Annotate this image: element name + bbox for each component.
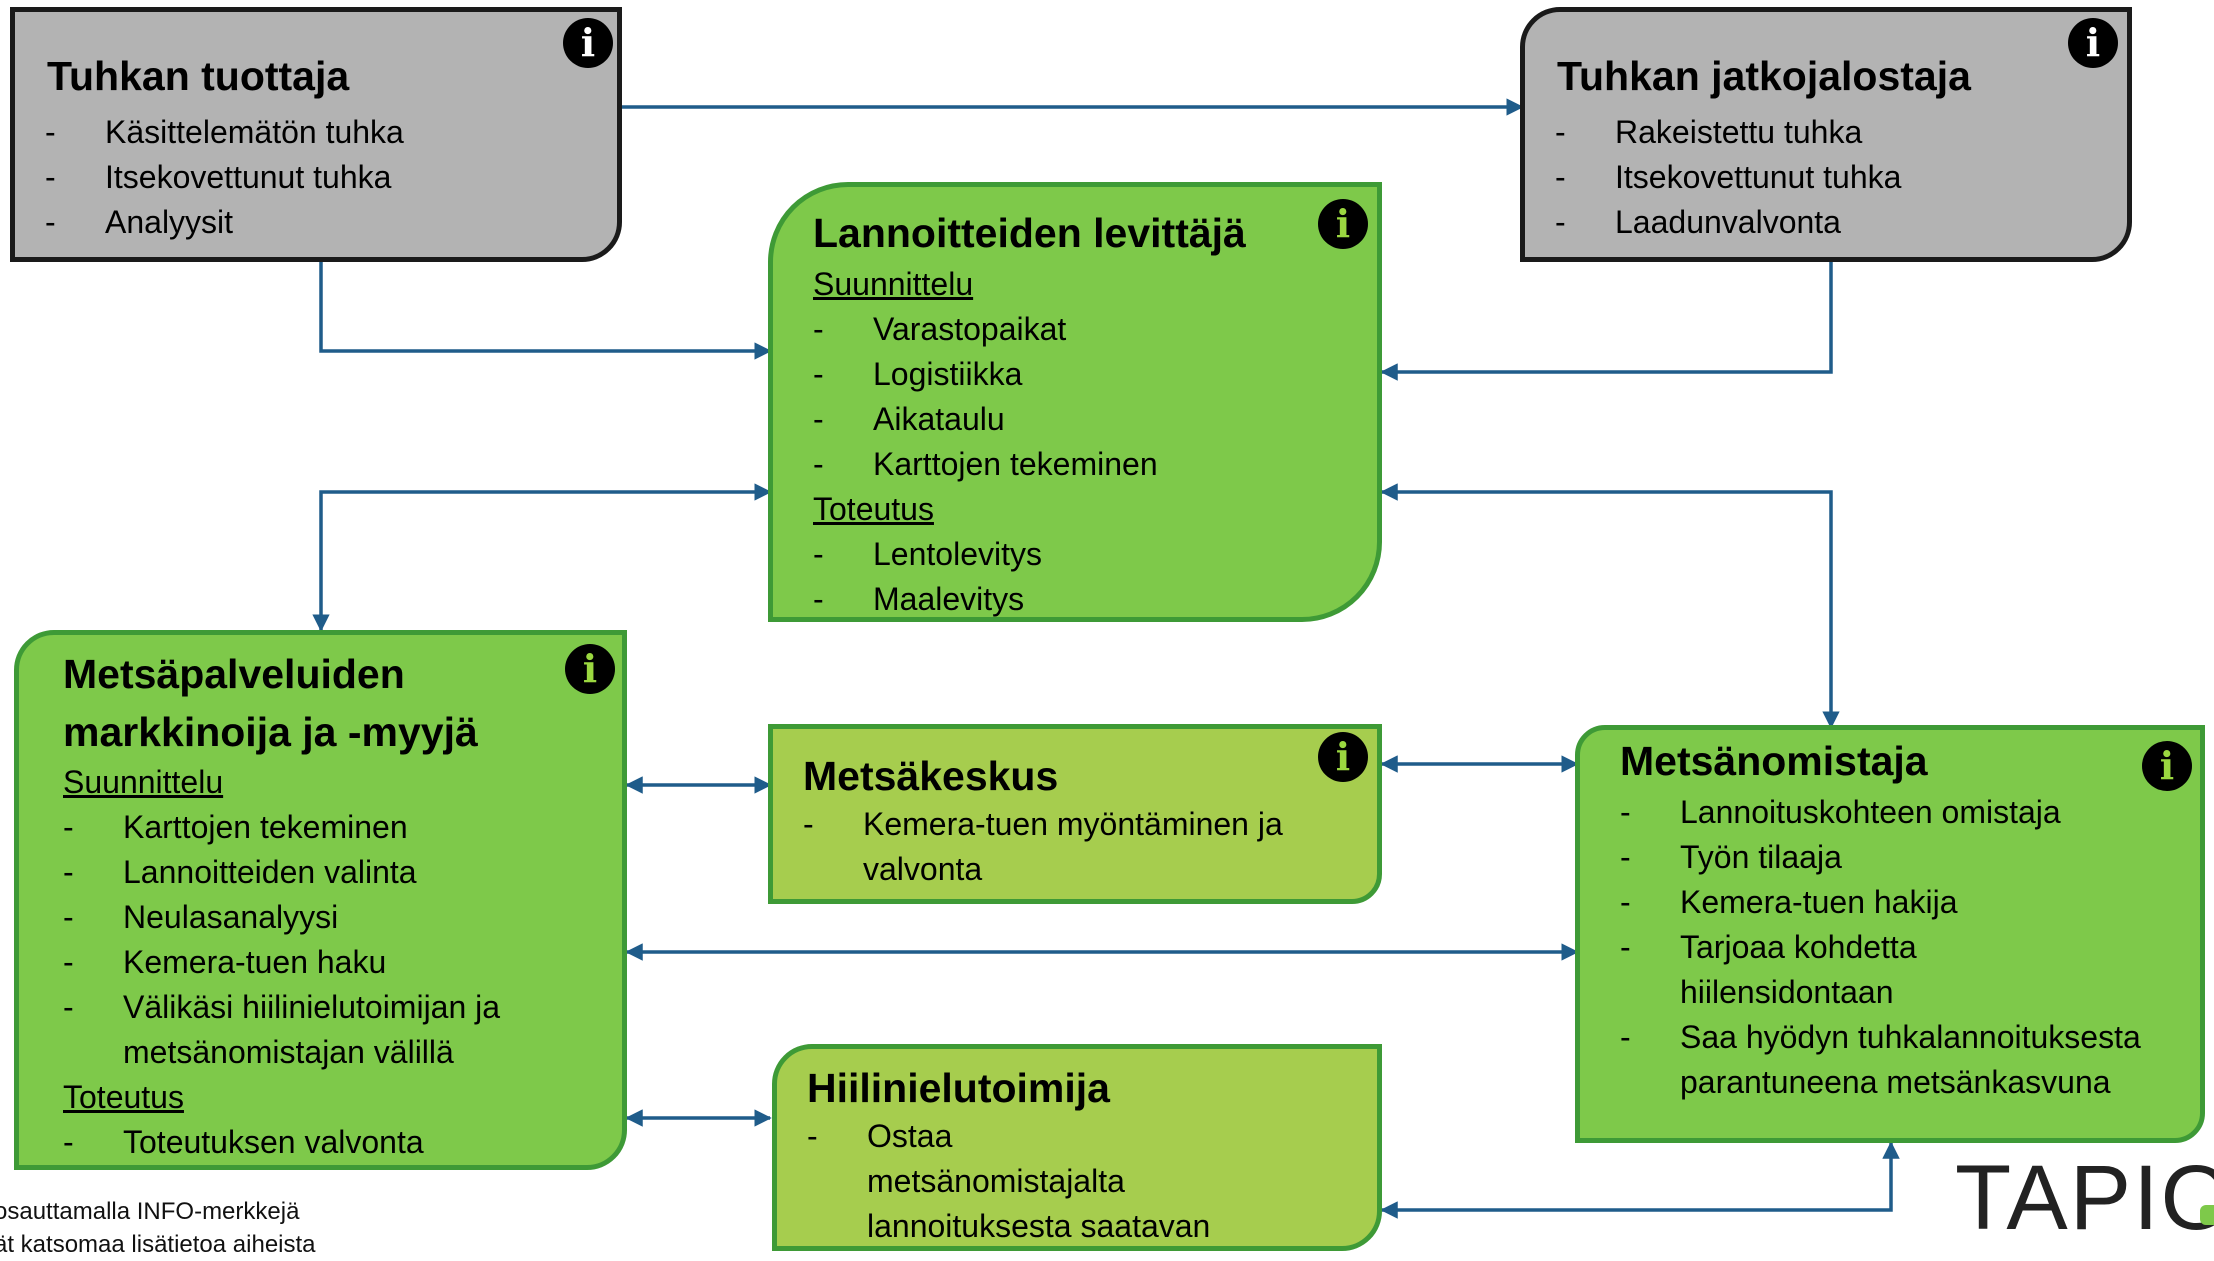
node-metsapalveluiden-markkinoija: Metsäpalveluiden markkinoija ja -myyjä S… [14, 630, 627, 1170]
section-heading: Suunnittelu [813, 266, 974, 302]
list-item: Logistiikka [813, 352, 1367, 397]
list-item: Laadunvalvonta [1555, 200, 2117, 245]
item-list: Lentolevitys Maalevitys [813, 532, 1367, 617]
list-item: Lannoitteiden valinta [63, 850, 612, 895]
node-title: Metsänomistaja [1620, 738, 1928, 784]
arrow-levittaja-markkinoija [312, 483, 772, 632]
node-metsakeskus: Metsäkeskus Kemera-tuen myöntäminen ja v… [768, 724, 1382, 904]
info-icon[interactable]: i [563, 18, 613, 68]
node-title: Metsäkeskus [803, 753, 1059, 799]
list-item: Työn tilaaja [1620, 835, 2180, 880]
node-tuhkan-jatkojalostaja: Tuhkan jatkojalostaja Rakeistettu tuhka … [1520, 7, 2132, 262]
arrow-levittaja-metsanomistaja [1380, 483, 1840, 729]
item-list: Lannoituskohteen omistaja Työn tilaaja K… [1620, 790, 2180, 1105]
footnote-line: ät katsomaa lisätietoa aiheista [0, 1231, 316, 1258]
list-item: Käsittelemätön tuhka [45, 110, 607, 155]
list-item: Kemera-tuen haku [63, 940, 612, 985]
item-list: Varastopaikat Logistiikka Aikataulu Kart… [813, 307, 1367, 487]
section-heading: Toteutus [63, 1079, 184, 1115]
arrow-hiilinielu-metsanomistaja [1380, 1141, 1900, 1219]
list-item: Aikataulu [813, 397, 1367, 442]
list-item: Neulasanalyysi [63, 895, 612, 940]
list-item: Tarjoaa kohdetta hiilensidontaan [1620, 925, 2180, 1015]
item-list: Kemera-tuen myöntäminen ja valvonta [803, 802, 1367, 892]
node-title: Hiilinielutoimija [807, 1065, 1110, 1111]
list-item: Saa hyödyn tuhkalannoituksesta parantune… [1620, 1015, 2180, 1105]
list-item: Lentolevitys [813, 532, 1367, 577]
list-item: Rakeistettu tuhka [1555, 110, 2117, 155]
info-icon[interactable]: i [565, 644, 615, 694]
node-title: Metsäpalveluiden markkinoija ja -myyjä [63, 651, 478, 755]
node-title: Tuhkan jatkojalostaja [1557, 53, 1971, 99]
list-item: Analyysit [45, 200, 607, 245]
list-item: Lannoituskohteen omistaja [1620, 790, 2180, 835]
list-item: Itsekovettunut tuhka [1555, 155, 2117, 200]
node-tuhkan-tuottaja: Tuhkan tuottaja Käsittelemätön tuhka Its… [10, 7, 622, 262]
list-item: Toteutuksen valvonta [63, 1120, 612, 1165]
footnote-text: osauttamalla INFO-merkkejä ät katsomaa l… [0, 1195, 316, 1261]
list-item: Välikäsi hiilinielutoimijan ja metsänomi… [63, 985, 612, 1075]
arrow-tuottaja-to-levittaja [319, 262, 772, 360]
list-item: Kemera-tuen myöntäminen ja valvonta [803, 802, 1367, 892]
list-item: Karttojen tekeminen [813, 442, 1367, 487]
node-lannoitteiden-levittaja: Lannoitteiden levittäjä Suunnittelu Vara… [768, 182, 1382, 622]
node-title: Lannoitteiden levittäjä [813, 210, 1246, 256]
logo-leaf-mark [2200, 1205, 2214, 1225]
section-heading: Toteutus [813, 491, 934, 527]
list-item: Varastopaikat [813, 307, 1367, 352]
node-hiilinielutoimija: Hiilinielutoimija Ostaa metsänomistajalt… [772, 1044, 1382, 1251]
section-heading: Suunnittelu [63, 764, 224, 800]
item-list: Karttojen tekeminen Lannoitteiden valint… [63, 805, 612, 1075]
footnote-line: osauttamalla INFO-merkkejä [0, 1198, 300, 1225]
item-list: Rakeistettu tuhka Itsekovettunut tuhka L… [1555, 110, 2117, 245]
item-list: Käsittelemätön tuhka Itsekovettunut tuhk… [45, 110, 607, 245]
node-title: Tuhkan tuottaja [47, 53, 350, 99]
item-list: Ostaa metsänomistajalta lannoituksesta s… [807, 1114, 1367, 1246]
info-icon[interactable]: i [1318, 199, 1368, 249]
arrow-jatkojalostaja-to-levittaja [1380, 262, 1833, 381]
list-item: Ostaa metsänomistajalta lannoituksesta s… [807, 1114, 1367, 1246]
info-icon[interactable]: i [2068, 18, 2118, 68]
list-item: Karttojen tekeminen [63, 805, 612, 850]
list-item: Itsekovettunut tuhka [45, 155, 607, 200]
item-list: Toteutuksen valvonta [63, 1120, 612, 1165]
tapio-logo: TAPIO [1955, 1147, 2214, 1249]
info-icon[interactable]: i [1318, 732, 1368, 782]
node-metsanomistaja: Metsänomistaja Lannoituskohteen omistaja… [1575, 725, 2205, 1143]
info-icon[interactable]: i [2142, 741, 2192, 791]
list-item: Maalevitys [813, 577, 1367, 617]
list-item: Kemera-tuen hakija [1620, 880, 2180, 925]
